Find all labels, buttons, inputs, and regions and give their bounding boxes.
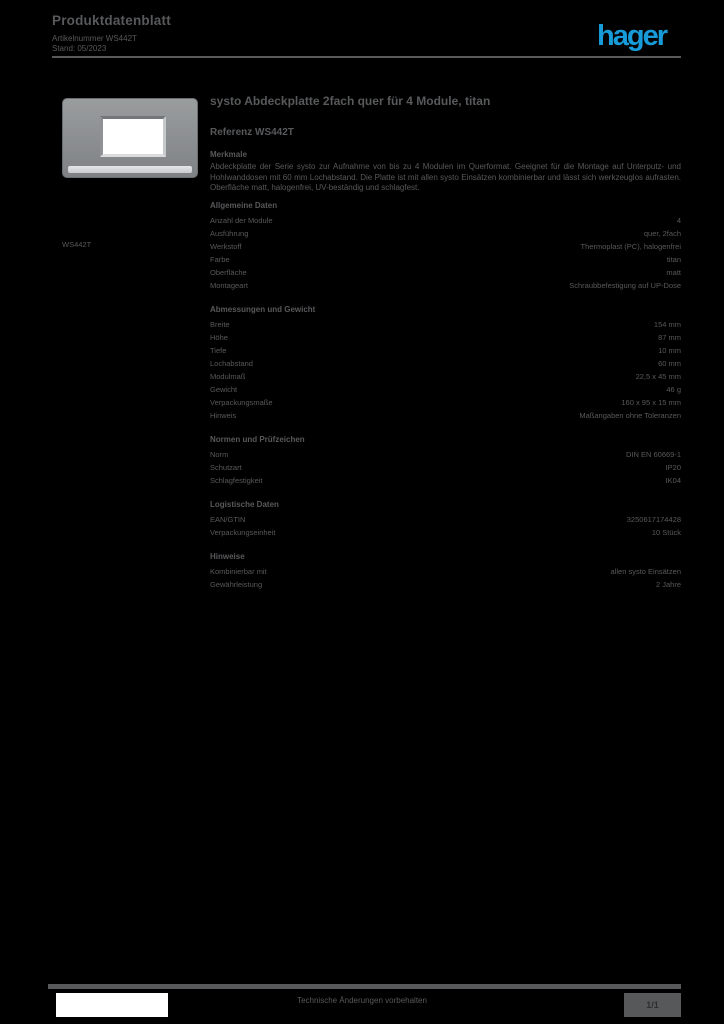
spec-value: 3250617174428 [626,514,681,524]
spec-label: Schlagfestigkeit [210,475,263,485]
spec-value: 60 mm [658,358,681,368]
footer-divider [48,984,681,989]
spec-row: Verpackungsmaße 160 x 95 x 15 mm [210,396,681,409]
spec-row: Oberfläche matt [210,266,681,279]
spec-label: Norm [210,449,229,459]
spec-value: Maßangaben ohne Toleranzen [579,410,681,420]
section-heading: Abmessungen und Gewicht [210,304,316,314]
spec-row: EAN/GTIN 3250617174428 [210,513,681,526]
plate-bottom-strip [68,166,192,173]
section-heading: Normen und Prüfzeichen [210,434,305,444]
spec-label: Anzahl der Module [210,215,273,225]
spec-value: 2 Jahre [655,579,681,589]
spec-row: Gewährleistung 2 Jahre [210,578,681,591]
main-content: systo Abdeckplatte 2fach quer für 4 Modu… [210,94,681,591]
spec-row: Modulmaß 22,5 x 45 mm [210,370,681,383]
footer-page-box: 1/1 [624,993,681,1017]
spec-row: Norm DIN EN 60669-1 [210,448,681,461]
header-subline-2: Stand: 05/2023 [52,44,107,53]
spec-value: allen systo Einsätzen [610,566,681,576]
spec-label: Oberfläche [210,267,247,277]
spec-row: Verpackungseinheit 10 Stück [210,526,681,539]
spec-value: 46 g [666,384,681,394]
header-subline-1: Artikelnummer WS442T [52,34,137,43]
spec-value: titan [666,254,681,264]
spec-value: Thermoplast (PC), halogenfrei [580,241,681,251]
spec-value: IP20 [665,462,681,472]
header-divider [52,56,681,58]
spec-row: Kombinierbar mit allen systo Einsätzen [210,565,681,578]
features-label: Merkmale [210,150,247,159]
spec-label: Verpackungseinheit [210,527,276,537]
spec-value: Schraubbefestigung auf UP-Dose [569,280,681,290]
spec-label: Gewicht [210,384,238,394]
product-title: systo Abdeckplatte 2fach quer für 4 Modu… [210,94,491,108]
product-reference: Referenz WS442T [210,127,294,138]
section-heading: Allgemeine Daten [210,200,278,210]
spec-row: Gewicht 46 g [210,383,681,396]
spec-label: Schutzart [210,462,242,472]
spec-row: Breite 154 mm [210,318,681,331]
spec-label: Kombinierbar mit [210,566,267,576]
spec-value: 154 mm [653,319,681,329]
spec-value: DIN EN 60669-1 [625,449,681,459]
spec-label: Werkstoff [210,241,242,251]
hager-logo: hager [597,20,668,52]
footer-brand-box [56,993,168,1017]
image-caption: WS442T [62,240,92,249]
spec-label: Breite [210,319,230,329]
spec-value: 10 mm [658,345,681,355]
spec-label: Montageart [210,280,248,290]
spec-label: Modulmaß [210,371,246,381]
spec-label: Farbe [210,254,230,264]
page-header: Produktdatenblatt Artikelnummer WS442T S… [52,13,681,54]
spec-value: 160 x 95 x 15 mm [621,397,681,407]
spec-row: Werkstoff Thermoplast (PC), halogenfrei [210,240,681,253]
spec-label: Verpackungsmaße [210,397,273,407]
spec-row: Lochabstand 60 mm [210,357,681,370]
spec-label: Lochabstand [210,358,253,368]
spec-label: Ausführung [210,228,249,238]
footer-page-number: 1/1 [646,1000,659,1010]
spec-row: Anzahl der Module 4 [210,214,681,227]
spec-row: Schutzart IP20 [210,461,681,474]
spec-row: Farbe titan [210,253,681,266]
plate-module-window [100,116,166,157]
spec-row: Ausführung quer, 2fach [210,227,681,240]
spec-value: matt [666,267,681,277]
spec-row: Höhe 87 mm [210,331,681,344]
spec-label: Hinweis [210,410,237,420]
spec-row: Schlagfestigkeit IK04 [210,474,681,487]
product-description: Abdeckplatte der Serie systo zur Aufnahm… [210,162,681,192]
product-image [62,98,198,178]
spec-label: Gewährleistung [210,579,263,589]
section-heading: Hinweise [210,551,245,561]
spec-label: Höhe [210,332,228,342]
spec-value: 10 Stück [651,527,681,537]
spec-row: Hinweis Maßangaben ohne Toleranzen [210,409,681,422]
spec-label: Tiefe [210,345,227,355]
header-title: Produktdatenblatt [52,13,171,28]
spec-row: Tiefe 10 mm [210,344,681,357]
section-heading: Logistische Daten [210,499,279,509]
footer-note: Technische Änderungen vorbehalten [297,996,427,1005]
spec-value: 87 mm [658,332,681,342]
spec-value: IK04 [665,475,681,485]
spec-row: Montageart Schraubbefestigung auf UP-Dose [210,279,681,292]
spec-value: 22,5 x 45 mm [635,371,681,381]
spec-value: 4 [676,215,681,225]
spec-label: EAN/GTIN [210,514,246,524]
spec-value: quer, 2fach [643,228,681,238]
